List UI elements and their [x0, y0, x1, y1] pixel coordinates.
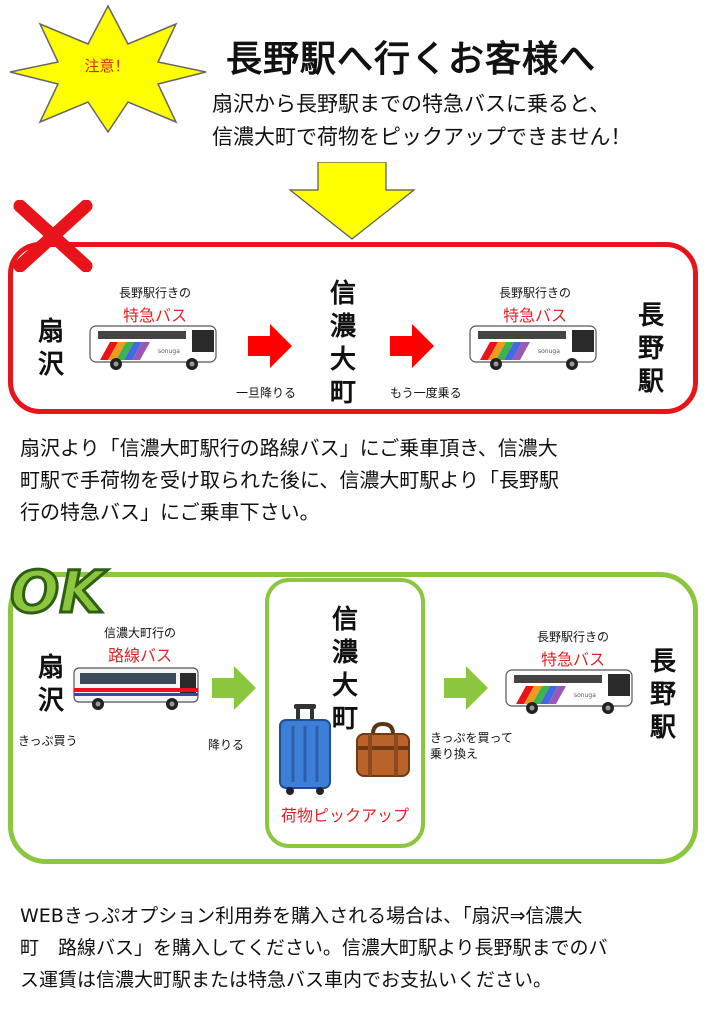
ok-origin-station: 扇沢 [37, 653, 64, 716]
suitcase-icon [279, 704, 331, 795]
ok-destination-station: 長野駅 [649, 647, 676, 743]
ok-mid-station: 信濃大町 [331, 605, 358, 734]
ok-logo-icon: OK [9, 557, 110, 623]
ng-bus1-caption: 長野駅行きの 特急バス [118, 286, 191, 325]
red-right-arrow-icon [248, 324, 292, 368]
ok-step2-label: きっぷを買って 乗り換え [430, 731, 513, 761]
pickup-label: 荷物ピックアップ [280, 806, 409, 825]
svg-text:sonuga: sonuga [158, 348, 180, 355]
page-subtitle: 扇沢から長野駅までの特急バスに乗ると、 信濃大町で荷物をピックアップできません！ [212, 92, 632, 149]
ok-origin-note: きっぷ買う [18, 734, 78, 748]
ok-bus1-caption: 信濃大町行の 路線バス [103, 626, 176, 665]
ok-route-box [8, 572, 698, 864]
green-right-arrow-icon [212, 666, 256, 710]
middle-instructions: 扇沢より「信濃大町駅行の路線バス」にご乗車頂き、信濃大 町駅で手荷物を受け取られ… [20, 436, 559, 524]
ng-step1-label: 一旦降りる [236, 386, 297, 400]
svg-text:OK: OK [10, 558, 108, 622]
express-bus-icon: sonuga [89, 325, 217, 370]
pickup-station-box [265, 578, 425, 848]
ng-mid-station: 信濃大町 [329, 279, 356, 408]
ng-origin-station: 扇沢 [37, 317, 64, 380]
green-right-arrow-icon [444, 666, 488, 710]
route-bus-icon [73, 667, 199, 710]
ng-bus2-caption: 長野駅行きの 特急バス [498, 286, 571, 325]
svg-text:sonuga: sonuga [538, 348, 560, 355]
luggage-bag-icon [356, 722, 410, 777]
red-right-arrow-icon [390, 324, 434, 368]
ok-bus2-caption: 長野駅行きの 特急バス [536, 630, 609, 669]
page-title: 長野駅へ行くお客様へ [226, 39, 597, 80]
ng-destination-station: 長野駅 [637, 301, 664, 397]
ng-route-box [8, 242, 698, 414]
bottom-instructions: WEBきっぷオプション利用券を購入される場合は、「扇沢⇒信濃大 町 路線バス」を… [20, 905, 608, 991]
down-arrow-icon [288, 162, 416, 240]
express-bus-icon: sonuga [505, 669, 633, 714]
svg-text:sonuga: sonuga [574, 692, 596, 699]
ng-step2-label: もう一度乗る [390, 386, 462, 400]
warning-star-icon [9, 4, 207, 134]
ok-step1-label: 降りる [208, 738, 245, 752]
express-bus-icon: sonuga [469, 325, 597, 370]
x-mark-icon [13, 200, 93, 272]
warning-badge-label: 注意！ [84, 57, 130, 75]
